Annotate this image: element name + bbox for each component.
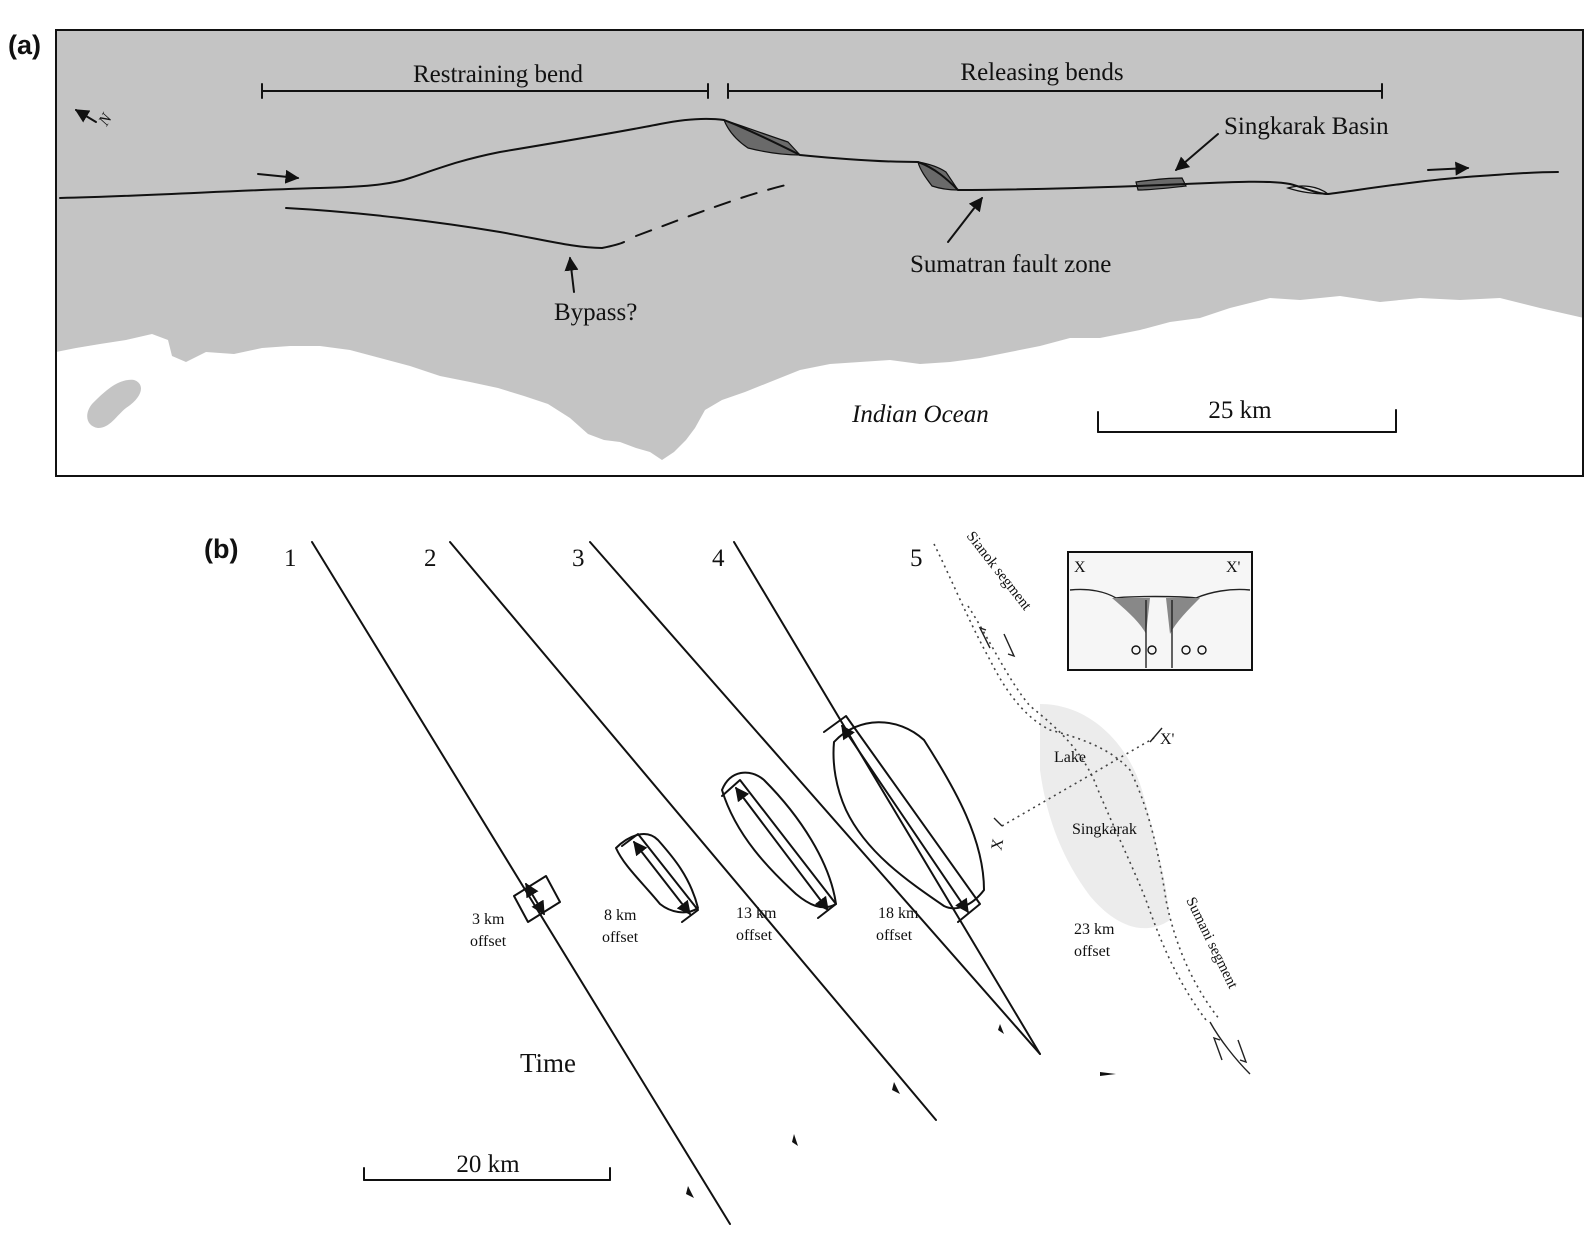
sumani-segment-label: Sumani segment bbox=[1182, 895, 1240, 992]
scale-bar-a: 25 km bbox=[1097, 397, 1397, 433]
stage-3-offset-arrow bbox=[735, 786, 829, 912]
stage-5-offset-value: 23 km bbox=[1074, 921, 1115, 938]
small-island bbox=[87, 379, 141, 428]
inset-x-label: X bbox=[1074, 559, 1086, 576]
x-prime-label: X' bbox=[1160, 731, 1175, 748]
releasing-bends-bar bbox=[727, 83, 1383, 99]
stage-3-offset-value: 13 km bbox=[736, 905, 777, 922]
inset-frame bbox=[1067, 551, 1253, 671]
inset-basin-fill bbox=[1112, 598, 1200, 634]
restraining-bend-bar bbox=[261, 83, 709, 99]
stage-3 bbox=[589, 541, 1041, 1055]
x-label: X bbox=[988, 837, 1007, 852]
sianok-sumani-trace-west bbox=[967, 605, 1207, 1021]
sumani-slip-arrows bbox=[1212, 1036, 1248, 1064]
north-tick bbox=[1100, 1072, 1116, 1076]
stage-3-number: 3 bbox=[572, 545, 585, 572]
stage-2-basin bbox=[615, 833, 699, 914]
singkarak-basin-label: Singkarak Basin bbox=[1224, 113, 1389, 140]
stage-4-offset-word: offset bbox=[876, 927, 913, 944]
sumatra-land bbox=[56, 30, 1584, 460]
stage-1-number: 1 bbox=[284, 545, 297, 572]
sumatran-fault-label: Sumatran fault zone bbox=[910, 251, 1111, 278]
sianok-slip-arrows bbox=[978, 626, 1016, 658]
sumani-trace-tail bbox=[1209, 1021, 1251, 1075]
stage-4-basin bbox=[832, 721, 985, 910]
stage-1-fault bbox=[311, 541, 731, 1225]
stage-5-offset-word: offset bbox=[1074, 943, 1111, 960]
cross-section-inset: X X' bbox=[1067, 551, 1253, 671]
time-label: Time bbox=[520, 1048, 576, 1078]
bypass-fault-trace bbox=[285, 207, 625, 249]
releasing-bends-label: Releasing bends bbox=[960, 59, 1123, 86]
bypass-label: Bypass? bbox=[554, 299, 637, 326]
scale-label-a: 25 km bbox=[1208, 397, 1272, 424]
section-ends bbox=[993, 727, 1163, 827]
scale-bar-b: 20 km bbox=[363, 1151, 611, 1181]
lake-label: Lake bbox=[1054, 749, 1086, 766]
lake-singkarak-area bbox=[1040, 704, 1170, 929]
panel-b-tag: (b) bbox=[204, 534, 238, 564]
sianok-segment-label: Sianok segment bbox=[963, 529, 1035, 615]
sumatran-fault-pointer bbox=[947, 196, 983, 243]
stage-1-offset-word: offset bbox=[470, 933, 507, 950]
panel-a-frame bbox=[55, 29, 1584, 477]
inset-surface bbox=[1069, 588, 1251, 599]
stage-1-offset-arrow bbox=[525, 882, 545, 916]
slip-arrow-east bbox=[1427, 161, 1470, 176]
stage-5-map bbox=[933, 543, 1251, 1076]
panel-a: (a) N bbox=[8, 29, 1584, 477]
basin-singkarak bbox=[1135, 177, 1187, 191]
indian-ocean-label: Indian Ocean bbox=[851, 401, 989, 428]
bypass-fault-dashed bbox=[635, 183, 791, 237]
stage-1-offset-value: 3 km bbox=[472, 911, 505, 928]
stage-1-basin bbox=[513, 875, 561, 923]
stage-2-fault bbox=[449, 541, 937, 1121]
singkarak-basin-pointer bbox=[1174, 133, 1219, 171]
stage-2-number: 2 bbox=[424, 545, 437, 572]
sianok-sumani-trace-east bbox=[933, 543, 1221, 1021]
stage-4-offset-value: 18 km bbox=[878, 905, 919, 922]
inset-x-prime-label: X' bbox=[1226, 559, 1241, 576]
stage-2-offset-value: 8 km bbox=[604, 907, 637, 924]
stage-4 bbox=[733, 541, 1041, 1055]
panel-a-map: N Restraining bend Releasing bends Singk… bbox=[56, 30, 1584, 476]
sumatran-fault-trace bbox=[59, 117, 1559, 199]
slip-arrow-west bbox=[257, 169, 300, 184]
stage-3-offset-word: offset bbox=[736, 927, 773, 944]
scale-label-b: 20 km bbox=[456, 1151, 520, 1178]
stage-2-offset-arrow bbox=[633, 840, 691, 916]
singkarak-label: Singkarak bbox=[1072, 821, 1137, 838]
inset-toward-symbol-1 bbox=[1147, 645, 1157, 655]
inset-toward-symbol-2 bbox=[1197, 645, 1207, 655]
bypass-pointer bbox=[564, 256, 579, 293]
inset-away-symbol-2 bbox=[1181, 645, 1191, 655]
stage-5-number: 5 bbox=[910, 545, 923, 572]
stage-1 bbox=[311, 541, 731, 1225]
basin-2 bbox=[917, 161, 960, 191]
stage-4-offset-arrow bbox=[841, 724, 969, 914]
panel-a-tag: (a) bbox=[8, 30, 41, 60]
restraining-bend-label: Restraining bend bbox=[413, 61, 584, 88]
fault-tick-marks bbox=[686, 1024, 1004, 1198]
panel-b: (b) 1 2 3 4 5 3 km offset 8 km offset bbox=[204, 529, 1253, 1225]
stage-2-offset-word: offset bbox=[602, 929, 639, 946]
stage-2 bbox=[449, 541, 937, 1121]
stage-4-number: 4 bbox=[712, 545, 725, 572]
inset-away-symbol-1 bbox=[1131, 645, 1141, 655]
stage-4-bracket bbox=[823, 715, 981, 923]
